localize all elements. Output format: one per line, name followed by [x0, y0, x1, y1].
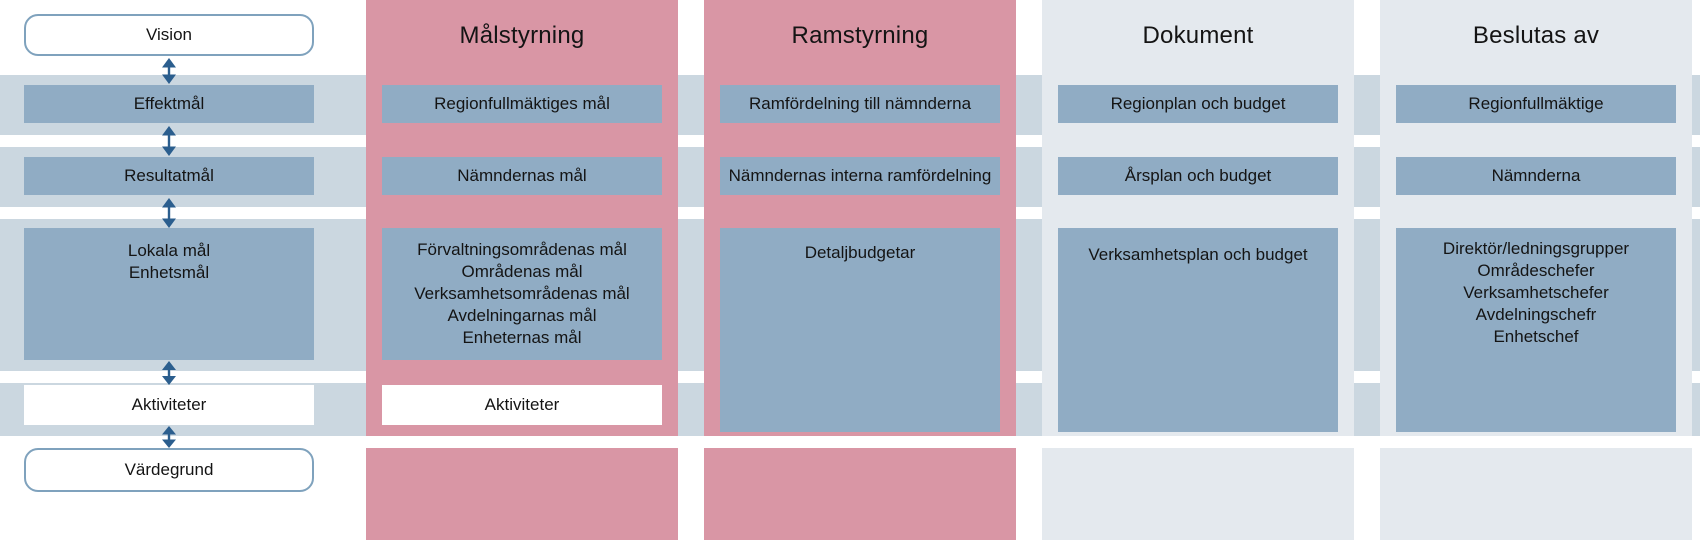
vardegrund-box: Värdegrund: [24, 448, 314, 492]
box-line: Förvaltningsområdenas mål: [417, 240, 627, 259]
box-line: Verksamhetsområdenas mål: [414, 284, 630, 303]
box-line: Enhetschef: [1493, 327, 1579, 346]
ramstyrning-header: Ramstyrning: [791, 22, 929, 49]
dokument-row2-box: Årsplan och budget: [1058, 157, 1338, 195]
dokument-header: Dokument: [1142, 22, 1254, 49]
beslutas-av-row1-box: Regionfullmäktige: [1396, 85, 1676, 123]
aktiviteter-box-left: Aktiviteter: [24, 385, 314, 425]
box-line: Direktör/ledningsgrupper: [1442, 239, 1630, 258]
lokala-mal-box: Lokala mål Enhetsmål: [24, 228, 314, 360]
malstyrning-row3-box: Förvaltningsområdenas mål Områdenas mål …: [382, 228, 662, 360]
beslutas-av-row3-box: Direktör/ledningsgrupper Områdeschefer V…: [1396, 228, 1676, 432]
box-line: Avdelningschefr: [1475, 305, 1597, 324]
malstyrning-aktiviteter-box: Aktiviteter: [382, 385, 662, 425]
box-line: Avdelningarnas mål: [447, 306, 597, 325]
box-line: Områdeschefer: [1477, 261, 1595, 280]
double-arrow-icon: [162, 126, 176, 156]
ramstyrning-row1-box: Ramfördelning till nämnderna: [720, 85, 1000, 123]
dokument-row1-box: Regionplan och budget: [1058, 85, 1338, 123]
verksamhetsplan-box: Verksamhetsplan och budget: [1058, 228, 1338, 432]
malstyrning-header: Målstyrning: [459, 22, 585, 49]
double-arrow-icon: [162, 58, 176, 84]
ramstyrning-row2-box: Nämndernas interna ramfördelning: [720, 157, 1000, 195]
effektmal-box: Effektmål: [24, 85, 314, 123]
double-arrow-icon: [162, 426, 176, 448]
box-line: Verksamhetschefer: [1463, 283, 1609, 302]
vision-box: Vision: [24, 14, 314, 56]
box-line: Lokala mål: [127, 241, 211, 260]
beslutas-av-row2-box: Nämnderna: [1396, 157, 1676, 195]
double-arrow-icon: [162, 198, 176, 228]
resultatmal-box: Resultatmål: [24, 157, 314, 195]
malstyrning-row2-box: Nämndernas mål: [382, 157, 662, 195]
box-line: Enheternas mål: [462, 328, 582, 347]
double-arrow-icon: [162, 361, 176, 385]
detaljbudgetar-box: Detaljbudgetar: [720, 228, 1000, 432]
box-line: Enhetsmål: [128, 263, 210, 282]
beslutas-av-header: Beslutas av: [1472, 22, 1600, 49]
box-line: Områdenas mål: [461, 262, 583, 281]
row-separator: [0, 436, 1700, 448]
malstyrning-row1-box: Regionfullmäktiges mål: [382, 85, 662, 123]
